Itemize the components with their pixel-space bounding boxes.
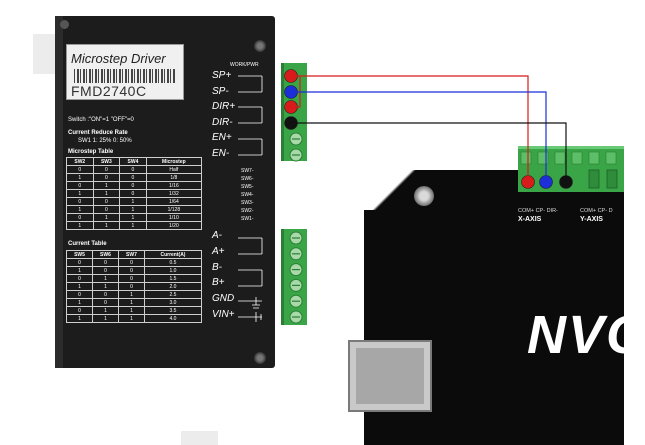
driver-model: FMD2740C: [71, 83, 147, 99]
reduce-title: Current Reduce Rate: [68, 130, 128, 136]
terminal-slot-icon: [606, 169, 618, 189]
dip-label: SW1-: [241, 216, 254, 222]
controller-board-edge: [364, 170, 424, 210]
pin-label: DIR-: [212, 116, 233, 128]
current-title: Current Table: [68, 241, 107, 247]
screw-icon-top-right: [254, 40, 266, 52]
driver-terminal-screws: [284, 69, 303, 162]
wire-blue-sp: [291, 91, 547, 182]
table-cell: 1/20: [145, 221, 203, 230]
screw-icon-top-left: [60, 20, 69, 29]
pin-label: DIR+: [212, 101, 236, 112]
terminal-screw-icon: [554, 151, 566, 165]
wire-black-dir: [291, 122, 567, 182]
wire-red-sp: [291, 75, 529, 182]
pin-label: A+: [212, 245, 225, 257]
barcode: [74, 69, 176, 83]
reduce-values: SW1 1: 25% 0: 50%: [78, 138, 132, 144]
driver-title: Microstep Driver: [71, 51, 166, 66]
pin-label: EN-: [212, 147, 230, 159]
dip-label: SW5-: [241, 184, 254, 190]
ground-icon: [252, 297, 260, 309]
table-cell: 4.0: [143, 314, 203, 323]
dip-label: SW7-: [241, 168, 254, 174]
controller-screw-icon: [414, 186, 434, 206]
usb-port-inner: [356, 348, 424, 404]
pin-label: EN+: [212, 132, 232, 143]
background-shape-bottom: [181, 431, 218, 445]
terminal-screw-icon: [605, 151, 617, 165]
pin-label: SP-: [212, 85, 229, 97]
y-axis-pin-labels: COM+ CP- D: [580, 208, 613, 214]
battery-icon: [255, 312, 262, 322]
terminal-screw-icon: [537, 151, 549, 165]
controller-terminal-screws: [520, 151, 618, 189]
dip-label: SW6-: [241, 176, 254, 182]
switch-note: Switch :"ON"=1 "OFF"=0: [68, 117, 134, 123]
terminal-screw-icon: [520, 151, 532, 165]
y-axis-terminal-block: [580, 146, 624, 192]
power-terminal-screws: [289, 231, 303, 324]
microstep-title: Microstep Table: [68, 149, 114, 155]
power-terminal-block: [281, 229, 307, 325]
dip-label: SW2-: [241, 208, 254, 214]
pin-label: SP+: [212, 70, 232, 81]
wire-red-dir: [291, 76, 301, 108]
terminal-slot-icon: [588, 169, 600, 189]
pin-symbols: [238, 75, 263, 322]
dip-label: SW4-: [241, 192, 254, 198]
dip-label: SW3-: [241, 200, 254, 206]
pin-label: B+: [212, 277, 225, 289]
pin-label: VIN+: [212, 309, 235, 320]
x-axis-label: X-AXIS: [518, 216, 542, 223]
driver-fin: [55, 16, 63, 368]
wires: [291, 75, 567, 182]
status-led-label: WORK/PWR: [230, 62, 259, 68]
pin-label: A-: [212, 230, 222, 241]
pin-label: GND: [212, 293, 235, 305]
terminal-screw-icon: [588, 151, 600, 165]
x-axis-pin-labels: COM+ CP- DIR-: [518, 208, 558, 214]
pin-label: B-: [212, 261, 222, 273]
screw-icon-bottom-right: [254, 352, 266, 364]
terminal-screw-icon: [571, 151, 583, 165]
brand-logo: NVC: [527, 305, 624, 365]
y-axis-label: Y-AXIS: [580, 216, 603, 223]
